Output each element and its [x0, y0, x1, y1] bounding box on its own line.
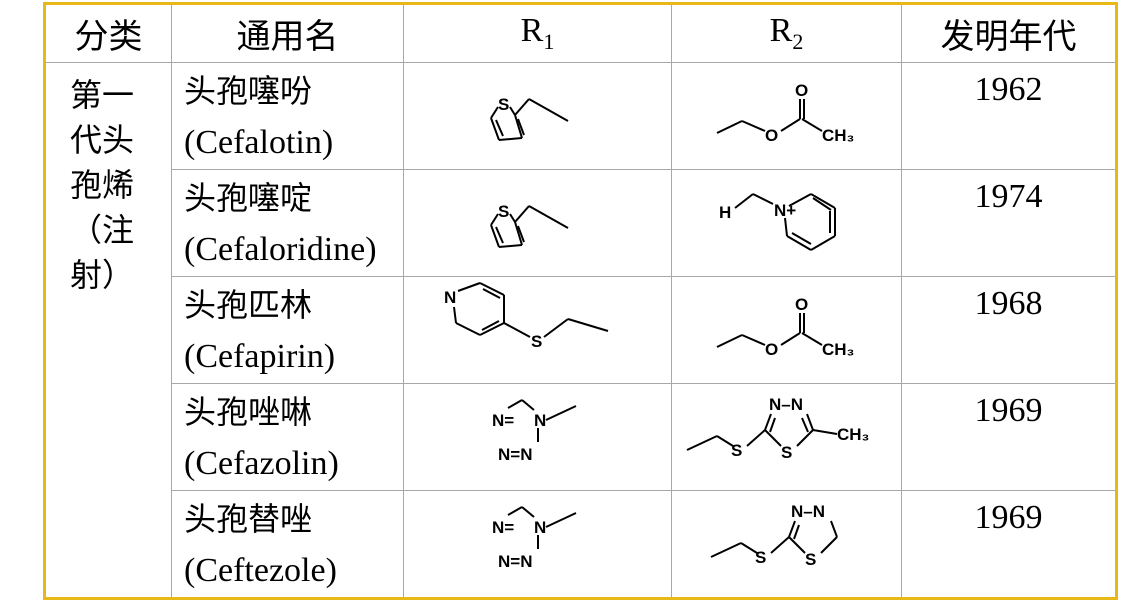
r2-structure-cell: O O CH₃	[671, 276, 902, 384]
tetrazole-nitrogen: N=	[492, 518, 514, 537]
invention-year-cell: 1968	[901, 276, 1117, 384]
methyl-group: CH₃	[822, 340, 854, 359]
name-english: (Ceftezole)	[184, 552, 337, 589]
category-line: （注	[70, 211, 135, 249]
thiadiazole-nitrogens: N–N	[769, 395, 803, 414]
category-cell: 第一 代头 孢烯 （注 射）	[44, 62, 172, 599]
hydrogen-atom: H	[719, 203, 731, 222]
sulfur-atom: S	[755, 548, 766, 567]
methyl-group: CH₃	[837, 425, 869, 444]
r1-structure-cell: S	[403, 62, 672, 170]
r2-structure-cell: H N+	[671, 169, 902, 277]
r1-structure-cell: N= N N=N	[403, 383, 672, 491]
r1-structure-cell: N S	[403, 276, 672, 384]
tetrazole-nitrogen: N=N	[498, 552, 532, 571]
tetrazole-nitrogen: N	[534, 518, 546, 537]
thiophene-structure: S	[489, 202, 568, 248]
name-chinese: 头孢噻吩	[184, 72, 313, 110]
tetrazole-nitrogen: N	[534, 411, 546, 430]
generic-name-cell: 头孢替唑 (Ceftezole)	[171, 490, 404, 599]
oxygen-atom: O	[765, 340, 778, 359]
name-chinese: 头孢匹林	[184, 286, 313, 324]
table-row: 头孢匹林 (Cefapirin) N S	[45, 276, 1117, 384]
sulfur-atom: S	[731, 441, 742, 460]
generic-name-cell: 头孢唑啉 (Cefazolin)	[171, 383, 404, 491]
category-line: 孢烯	[70, 166, 135, 204]
sulfur-atom: S	[498, 95, 509, 114]
category-line: 代头	[70, 121, 135, 159]
r1-structure-cell: N= N N=N	[403, 490, 672, 599]
thiadiazole-nitrogens: N–N	[791, 502, 825, 521]
thiadiazole-structure: S S N–N	[710, 502, 838, 569]
sulfur-atom: S	[781, 443, 792, 462]
r2-structure-cell: O O CH₃	[671, 62, 902, 170]
sulfur-atom: S	[531, 332, 542, 351]
acetoxy-structure: O O CH₃	[716, 295, 854, 359]
generic-name-cell: 头孢噻啶 (Cefaloridine)	[171, 169, 404, 277]
tetrazole-nitrogen: N=	[492, 411, 514, 430]
invention-year-cell: 1969	[901, 383, 1117, 491]
header-generic-name: 通用名	[171, 3, 404, 63]
header-category: 分类	[44, 3, 172, 63]
name-chinese: 头孢替唑	[184, 500, 313, 538]
category-line: 第一	[70, 76, 135, 114]
table-row: 头孢替唑 (Ceftezole) N= N N=N	[45, 490, 1117, 599]
table-row: 第一 代头 孢烯 （注 射） 头孢噻吩 (Cefalotin) S	[44, 62, 1117, 599]
generic-name-cell: 头孢噻吩 (Cefalotin)	[171, 62, 404, 170]
header-r1: R1	[403, 3, 672, 63]
header-r2: R2	[671, 3, 902, 63]
pyridinium-nitrogen: N+	[774, 201, 796, 220]
sulfur-atom: S	[498, 202, 509, 221]
methyl-group: CH₃	[822, 126, 854, 145]
tetrazole-structure: N= N N=N	[492, 506, 576, 571]
table-row: 头孢唑啉 (Cefazolin) N= N N=N	[45, 383, 1117, 491]
pyridine-nitrogen: N	[444, 288, 456, 307]
table-row: 头孢噻啶 (Cefaloridine) S	[45, 169, 1117, 277]
name-chinese: 头孢噻啶	[184, 179, 313, 217]
r2-structure-cell: S S N–N CH₃	[671, 383, 902, 491]
oxygen-atom: O	[795, 295, 808, 314]
methylthiadiazole-structure: S S N–N CH₃	[686, 395, 869, 462]
tetrazole-nitrogen: N=N	[498, 445, 532, 464]
pyridinium-structure: H N+	[719, 193, 836, 251]
name-english: (Cefaloridine)	[184, 231, 377, 268]
oxygen-atom: O	[765, 126, 778, 145]
header-row: 分类 通用名 R1 R2 发明年代	[44, 3, 1117, 63]
pyridylthio-structure: N S	[444, 282, 608, 351]
sulfur-atom: S	[805, 550, 816, 569]
thiophene-structure: S	[489, 95, 568, 141]
cephalosporin-table: 分类 通用名 R1 R2 发明年代 第一 代头 孢烯 （注 射） 头孢噻吩 (C…	[43, 2, 1118, 600]
tetrazole-structure: N= N N=N	[492, 399, 576, 464]
name-english: (Cefalotin)	[184, 124, 334, 161]
r2-structure-cell: S S N–N	[671, 490, 902, 599]
invention-year-cell: 1962	[901, 62, 1117, 170]
name-chinese: 头孢唑啉	[184, 393, 313, 431]
name-english: (Cefazolin)	[184, 445, 339, 482]
r1-structure-cell: S	[403, 169, 672, 277]
header-invention-year: 发明年代	[901, 3, 1117, 63]
invention-year-cell: 1974	[901, 169, 1117, 277]
oxygen-atom: O	[795, 81, 808, 100]
acetoxy-structure: O O CH₃	[716, 81, 854, 145]
category-line: 射）	[70, 256, 135, 294]
invention-year-cell: 1969	[901, 490, 1117, 599]
name-english: (Cefapirin)	[184, 338, 336, 375]
generic-name-cell: 头孢匹林 (Cefapirin)	[171, 276, 404, 384]
